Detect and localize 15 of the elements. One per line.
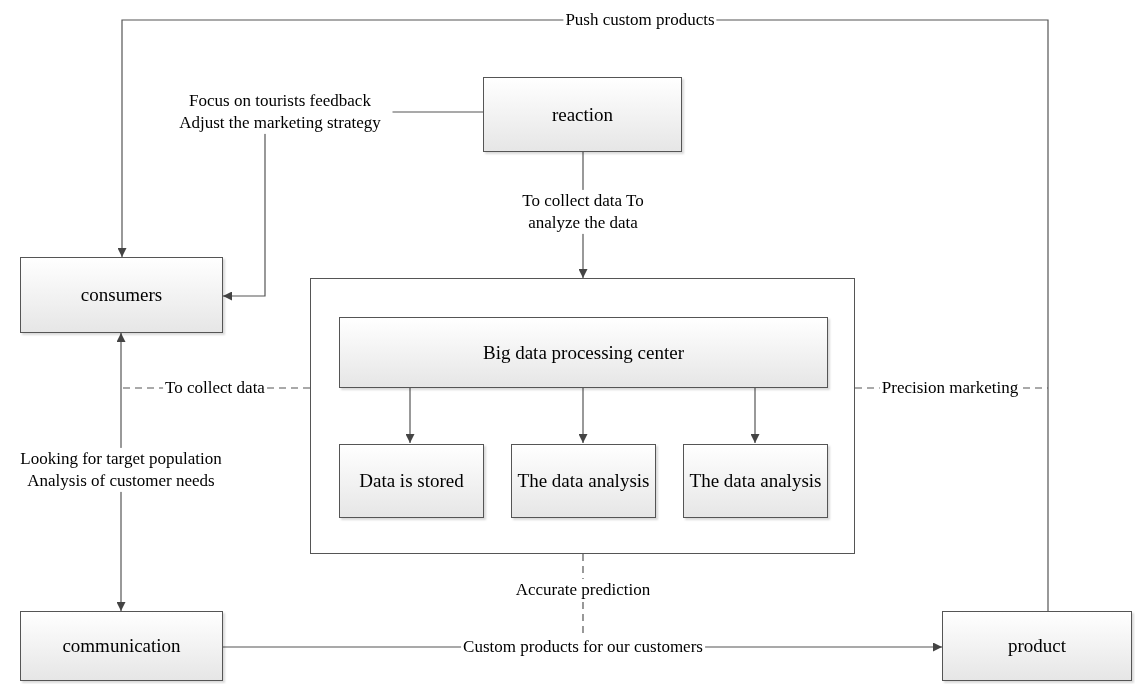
arrow (405, 386, 415, 444)
edge-label: Custom products for our customers (461, 635, 705, 659)
edge-label: Accurate prediction (513, 578, 653, 602)
process-box: communication (20, 611, 223, 681)
process-box: product (942, 611, 1132, 681)
process-box: reaction (483, 77, 682, 152)
process-box: Data is stored (339, 444, 484, 518)
process-box: The data analysis (511, 444, 656, 518)
arrow (117, 19, 1049, 612)
arrow (578, 386, 588, 444)
process-box: The data analysis (683, 444, 828, 518)
process-box: consumers (20, 257, 223, 333)
arrow (750, 386, 760, 444)
process-box: Big data processing center (339, 317, 828, 388)
group-frame (310, 278, 855, 554)
